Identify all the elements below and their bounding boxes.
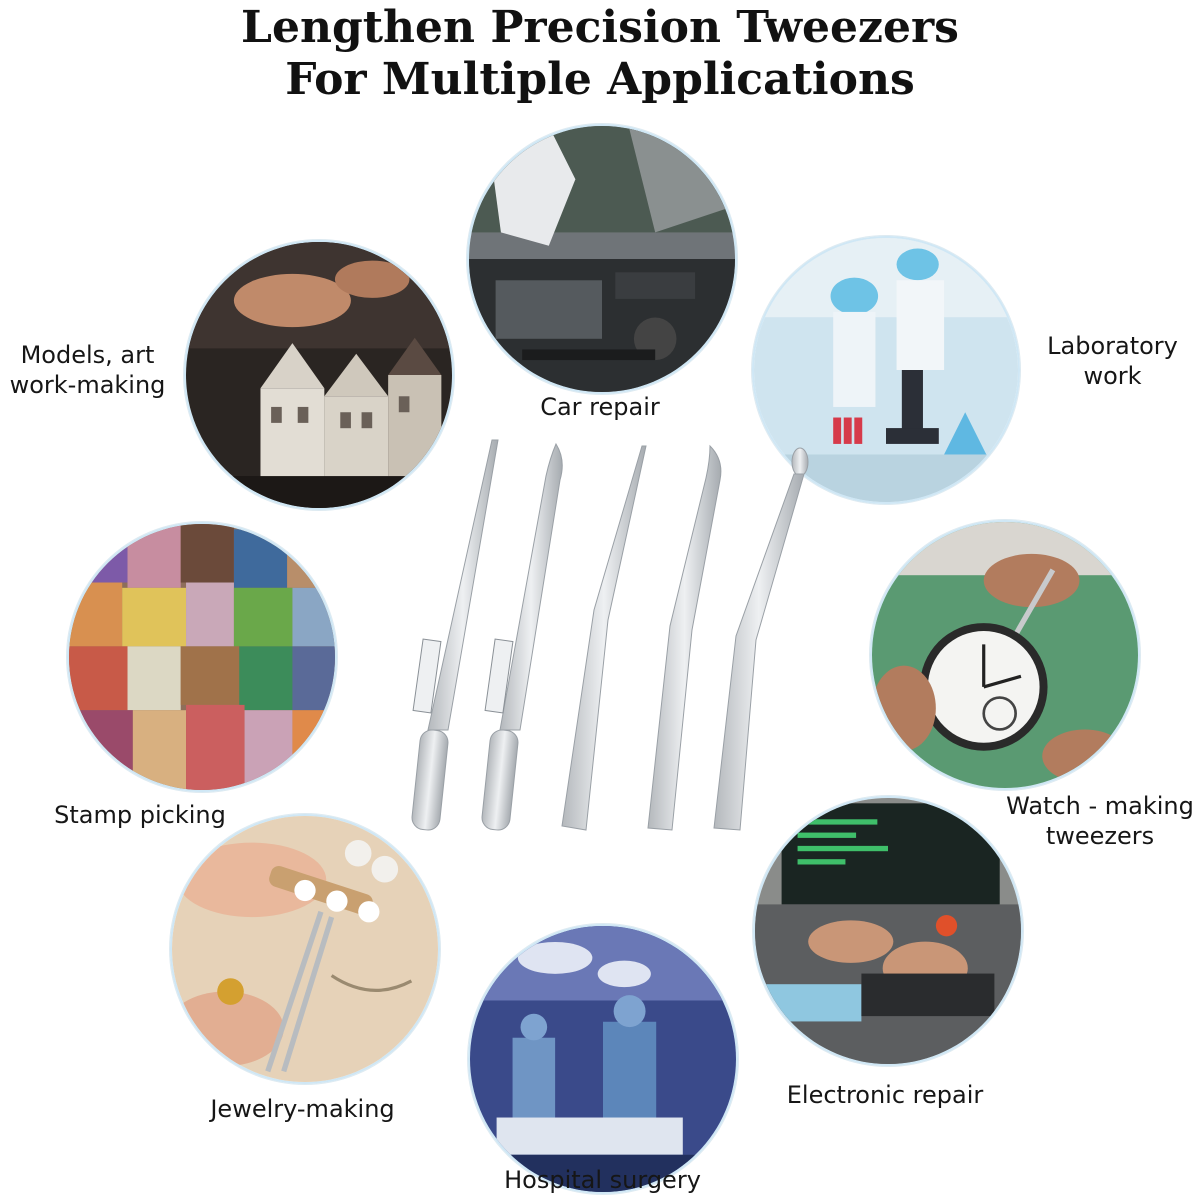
label-watch: Watch - making tweezers [1000,791,1200,851]
label-car-repair: Car repair [540,393,660,421]
tweezers-product-image [380,430,830,860]
tweezer-curved-fine [647,444,722,831]
hospital-photo [468,924,738,1194]
page-title-line-2: For Multiple Applications [285,54,915,105]
tweezer-straight-fine [561,445,647,831]
label-models-line-2: work-making [9,371,166,399]
label-laboratory: Laboratory work [1030,331,1195,391]
label-electronic: Electronic repair [786,1081,984,1109]
label-watch-line-2: tweezers [1045,822,1155,850]
label-hospital: Hospital surgery [504,1166,701,1194]
label-watch-line-1: Watch - making [1006,792,1194,820]
car-repair-photo [467,124,737,394]
page-title-line-1: Lengthen Precision Tweezers [241,2,959,53]
tweezer-straight-slider [411,439,499,831]
label-laboratory-line-1: Laboratory [1047,332,1178,360]
jewelry-photo [170,814,440,1084]
label-models-line-1: Models, art [20,341,155,369]
label-stamp: Stamp picking [54,801,226,829]
stamp-photo [67,522,337,792]
label-laboratory-line-2: work [1083,362,1142,390]
tweezer-spatula [713,447,809,831]
electronic-photo [753,796,1023,1066]
label-models: Models, art work-making [0,340,175,400]
watch-photo [870,520,1140,790]
tweezer-curved-slider [481,442,563,831]
label-jewelry: Jewelry-making [210,1095,395,1123]
